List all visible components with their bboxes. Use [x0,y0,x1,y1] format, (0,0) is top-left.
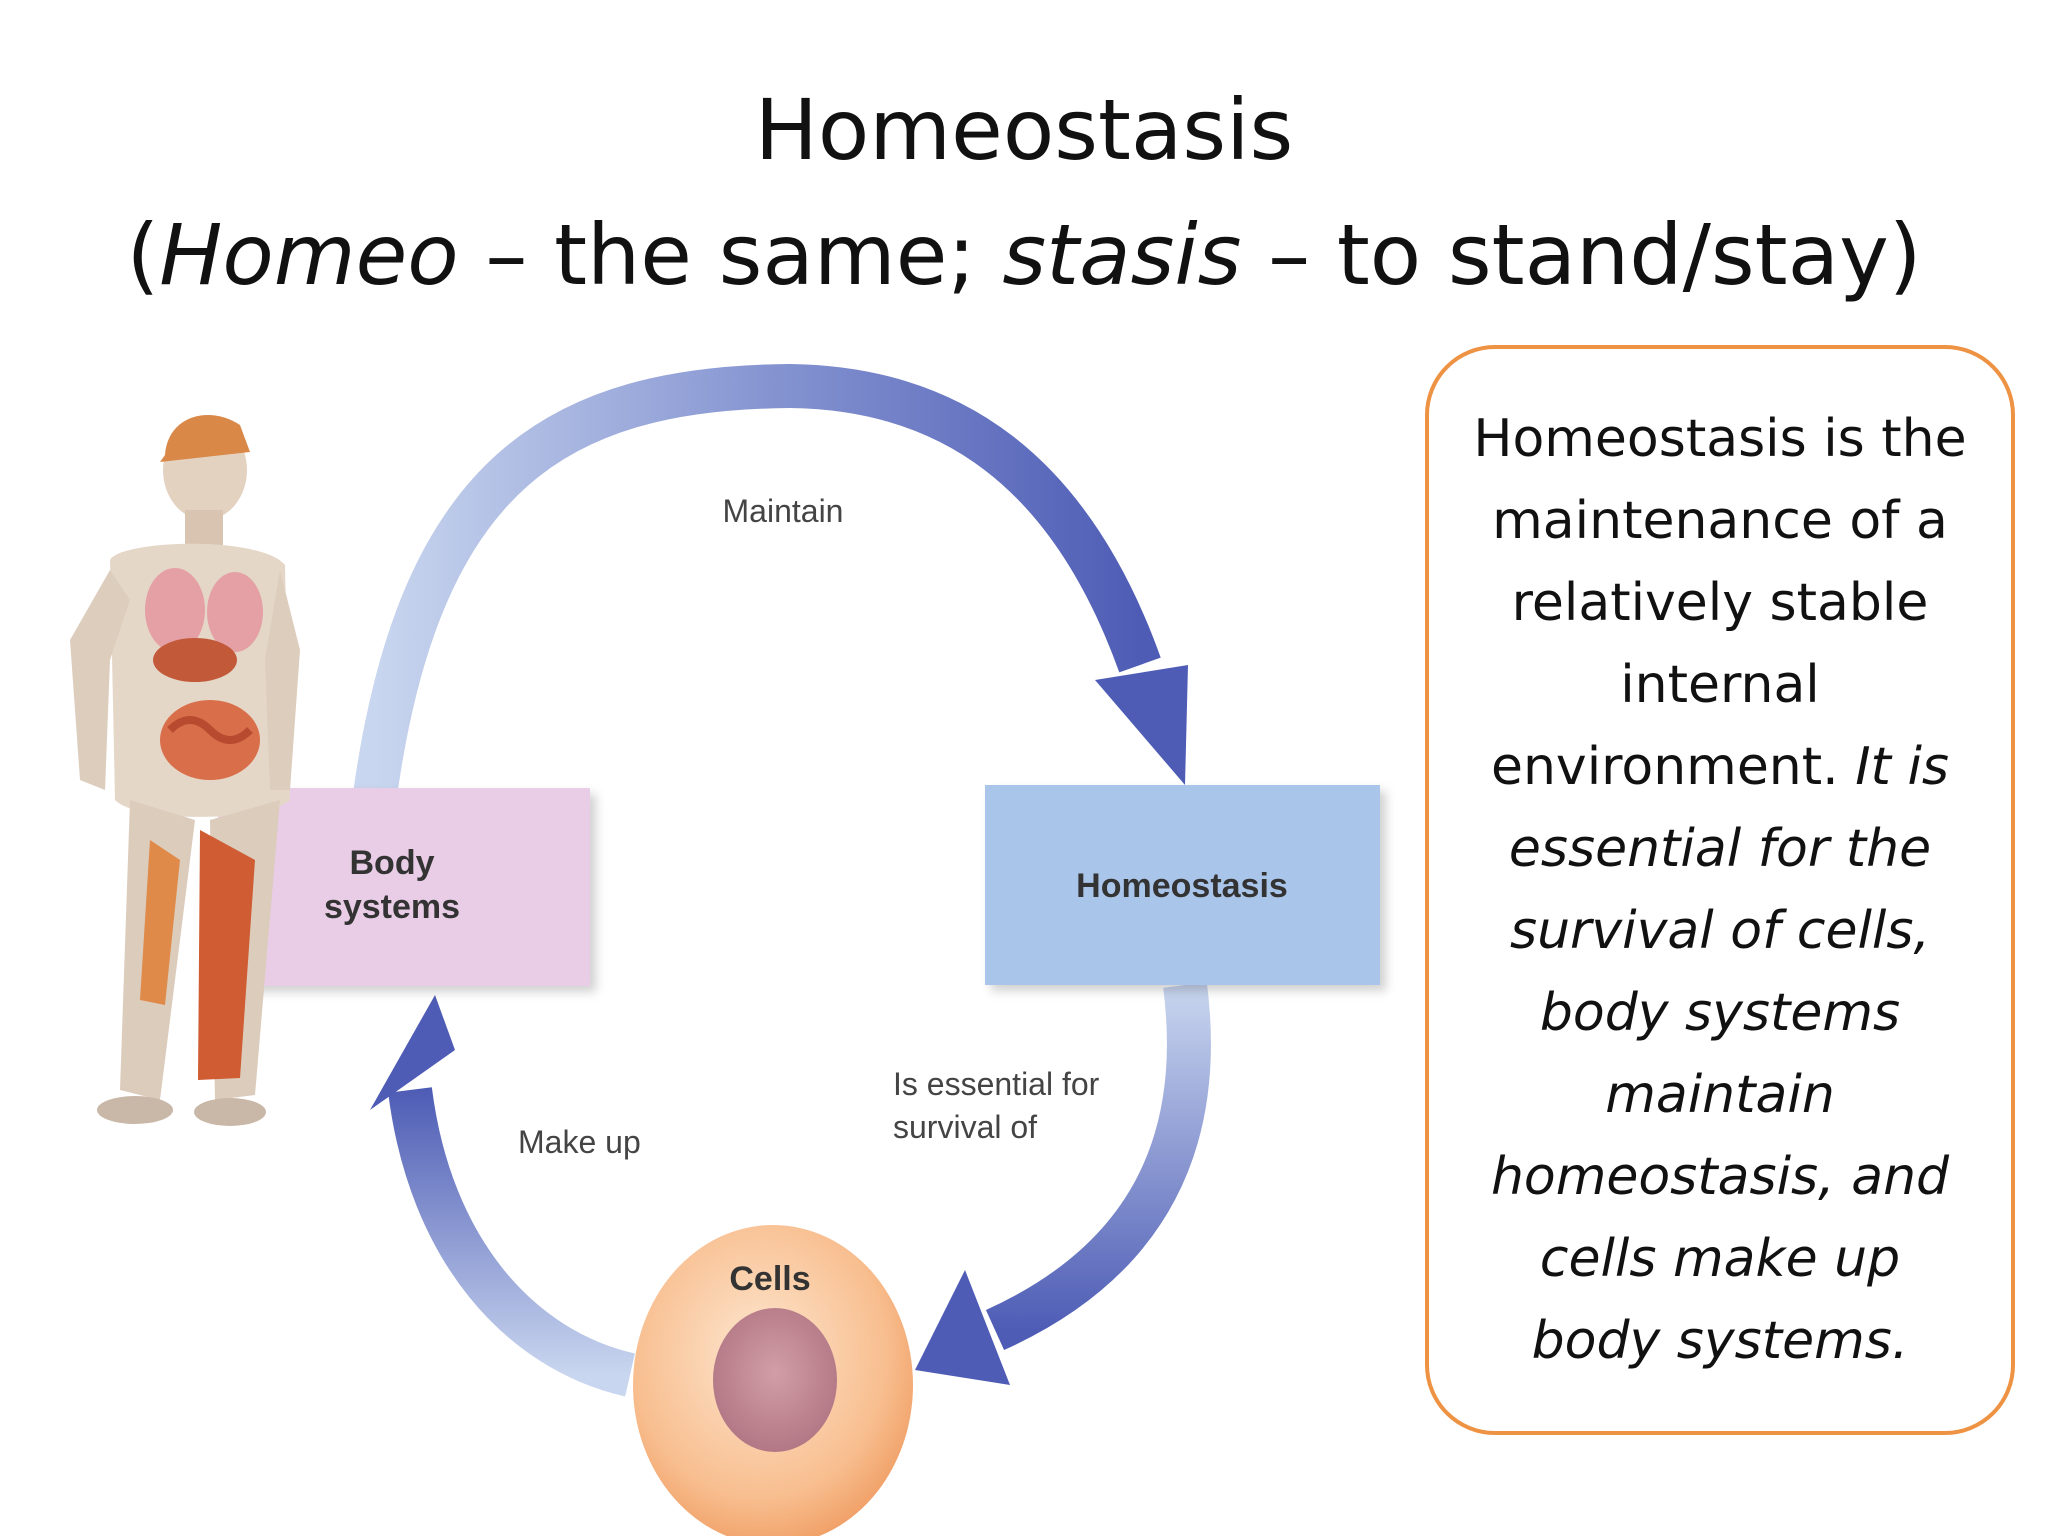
definition-italic: It is essential for the survival of cell… [1490,737,1950,1371]
essential-arrow [915,982,1211,1385]
subtitle-term-homeo: Homeo [159,206,459,304]
essential-label-line2: survival of [893,1109,1037,1145]
homeostasis-label: Homeostasis [1076,867,1288,905]
maintain-arrow [353,363,1188,799]
essential-label-line1: Is essential for [893,1066,1100,1102]
subtitle-def-stasis: – to stand/stay) [1241,206,1922,304]
body-systems-node: Body systems [218,788,590,986]
slide-title: Homeostasis [754,81,1294,179]
cells-node: Cells [633,1225,913,1536]
body-systems-label-line1: Body [350,844,435,882]
body-systems-label-line2: systems [324,888,460,926]
human-anatomy-illustration [70,415,300,1126]
make-up-label: Make up [518,1124,641,1160]
maintain-label: Maintain [723,493,844,529]
make-up-arrow [370,995,636,1397]
nucleus [713,1308,837,1452]
definition-text: Homeostasis is the maintenance of a rela… [1469,398,1971,1382]
subtitle-term-stasis: stasis [1002,206,1242,304]
cells-label: Cells [729,1260,810,1298]
subtitle-def-homeo: – the same; [458,206,1003,304]
homeostasis-node: Homeostasis [985,785,1380,985]
subtitle-open-paren: ( [126,206,160,304]
definition-plain: Homeostasis is the maintenance of a rela… [1473,409,1967,797]
homeostasis-cycle-diagram: Body systems Homeostasis Cells Maintain … [70,363,1380,1536]
definition-callout: Homeostasis is the maintenance of a rela… [1425,345,2015,1435]
slide-subtitle: (Homeo – the same; stasis – to stand/sta… [0,205,2048,305]
